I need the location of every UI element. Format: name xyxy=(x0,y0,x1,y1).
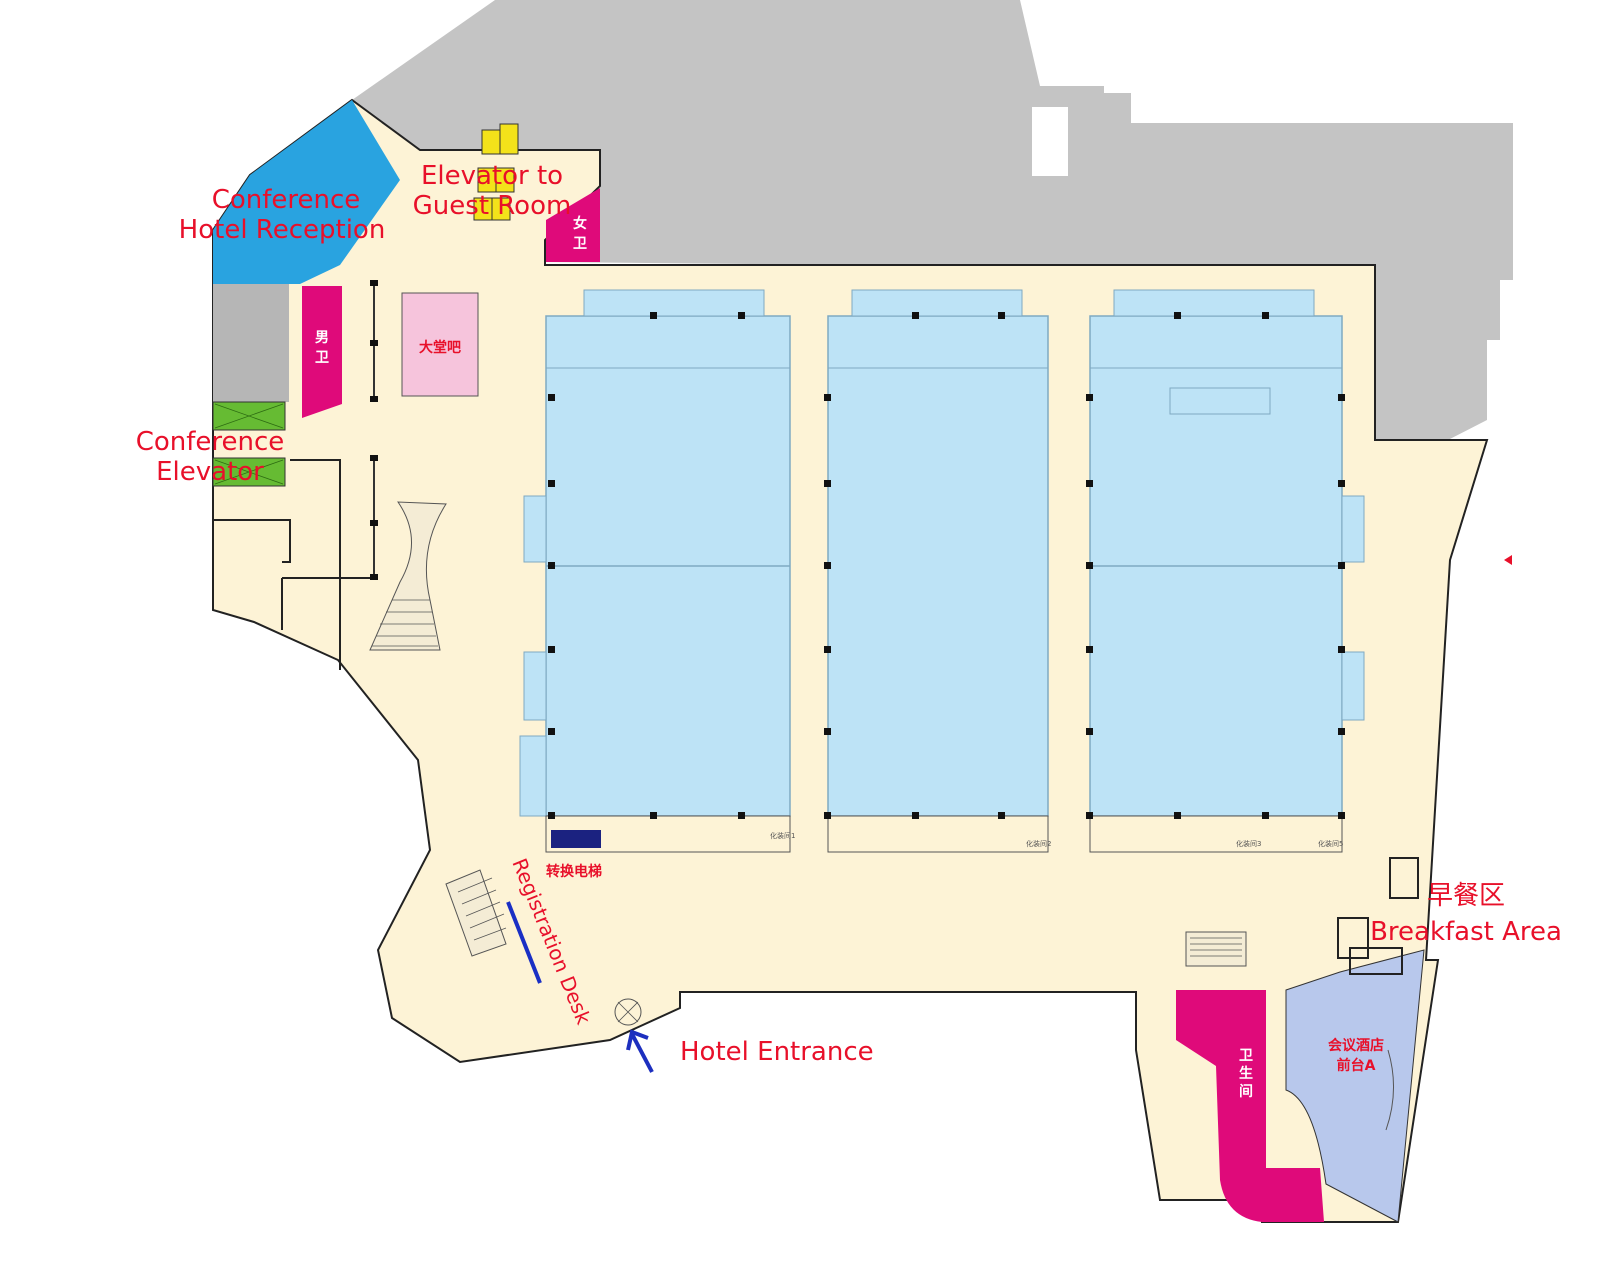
map-marker xyxy=(1504,555,1512,565)
dressing-room-3-label: 化装间3 xyxy=(1236,839,1261,848)
restroom-label-3: 间 xyxy=(1239,1083,1253,1100)
left-service-walls xyxy=(213,459,370,670)
conference-elevator-label-1: Conference xyxy=(136,427,285,457)
storage-area xyxy=(213,284,289,402)
conference-hall-1[interactable] xyxy=(519,289,791,853)
mens-restroom-area[interactable] xyxy=(302,286,342,418)
womens-restroom-label-2: 卫 xyxy=(573,236,587,252)
lobby-bar-area[interactable] xyxy=(401,292,479,397)
front-desk-a-area[interactable] xyxy=(1285,949,1425,1223)
conference-hotel-reception-label-1: Conference xyxy=(212,185,361,215)
restroom-area[interactable] xyxy=(1176,990,1324,1222)
conference-hall-2[interactable] xyxy=(827,289,1049,853)
grand-staircase[interactable] xyxy=(369,501,447,651)
hall-pillars xyxy=(548,312,1345,819)
restroom-label-2: 生 xyxy=(1239,1065,1253,1082)
dressing-room-5-label: 化装间5 xyxy=(1318,839,1343,848)
lobby-bar-label: 大堂吧 xyxy=(419,339,461,356)
escalator-left[interactable] xyxy=(445,869,507,957)
registration-desk[interactable] xyxy=(506,901,542,984)
dressing-room-1-label: 化装间1 xyxy=(770,831,795,840)
conference-elevator-label-2: Elevator xyxy=(156,457,264,487)
elevator-guest-room-label-2: Guest Room xyxy=(413,191,572,221)
conference-hotel-reception-label-2: Hotel Reception xyxy=(179,215,386,245)
breakfast-area-en-label: Breakfast Area xyxy=(1370,917,1562,947)
breakfast-service-walls xyxy=(1337,857,1419,975)
guest-room-elevator-shaft[interactable] xyxy=(473,123,519,221)
lobby-pillars xyxy=(370,280,378,580)
womens-restroom-area[interactable] xyxy=(546,188,600,262)
front-desk-label-2: 前台A xyxy=(1337,1057,1376,1074)
elevator-guest-room-label-1: Elevator to xyxy=(421,161,563,191)
transfer-elevator[interactable] xyxy=(551,830,601,848)
dressing-room-2-label: 化装间2 xyxy=(1026,839,1051,848)
front-desk-label-1: 会议酒店 xyxy=(1328,1037,1384,1054)
entrance-revolving-door[interactable] xyxy=(614,998,642,1026)
mens-restroom-label-2: 卫 xyxy=(315,350,329,366)
gray-service-area xyxy=(350,0,1513,440)
conference-elevator-car-2[interactable] xyxy=(212,457,286,487)
conference-hall-3[interactable] xyxy=(1089,289,1365,853)
arrow-up-left-icon xyxy=(626,1029,654,1073)
hotel-entrance-label: Hotel Entrance xyxy=(680,1037,874,1067)
womens-restroom-label-1: 女 xyxy=(573,215,587,232)
restroom-label-1: 卫 xyxy=(1239,1048,1253,1064)
breakfast-area-cn-label: 早餐区 xyxy=(1427,881,1505,911)
conference-hotel-reception-area[interactable] xyxy=(213,100,400,284)
mens-restroom-label-1: 男 xyxy=(315,330,329,346)
transfer-elevator-label: 转换电梯 xyxy=(546,863,602,880)
escalator-bottom[interactable] xyxy=(1185,931,1247,967)
